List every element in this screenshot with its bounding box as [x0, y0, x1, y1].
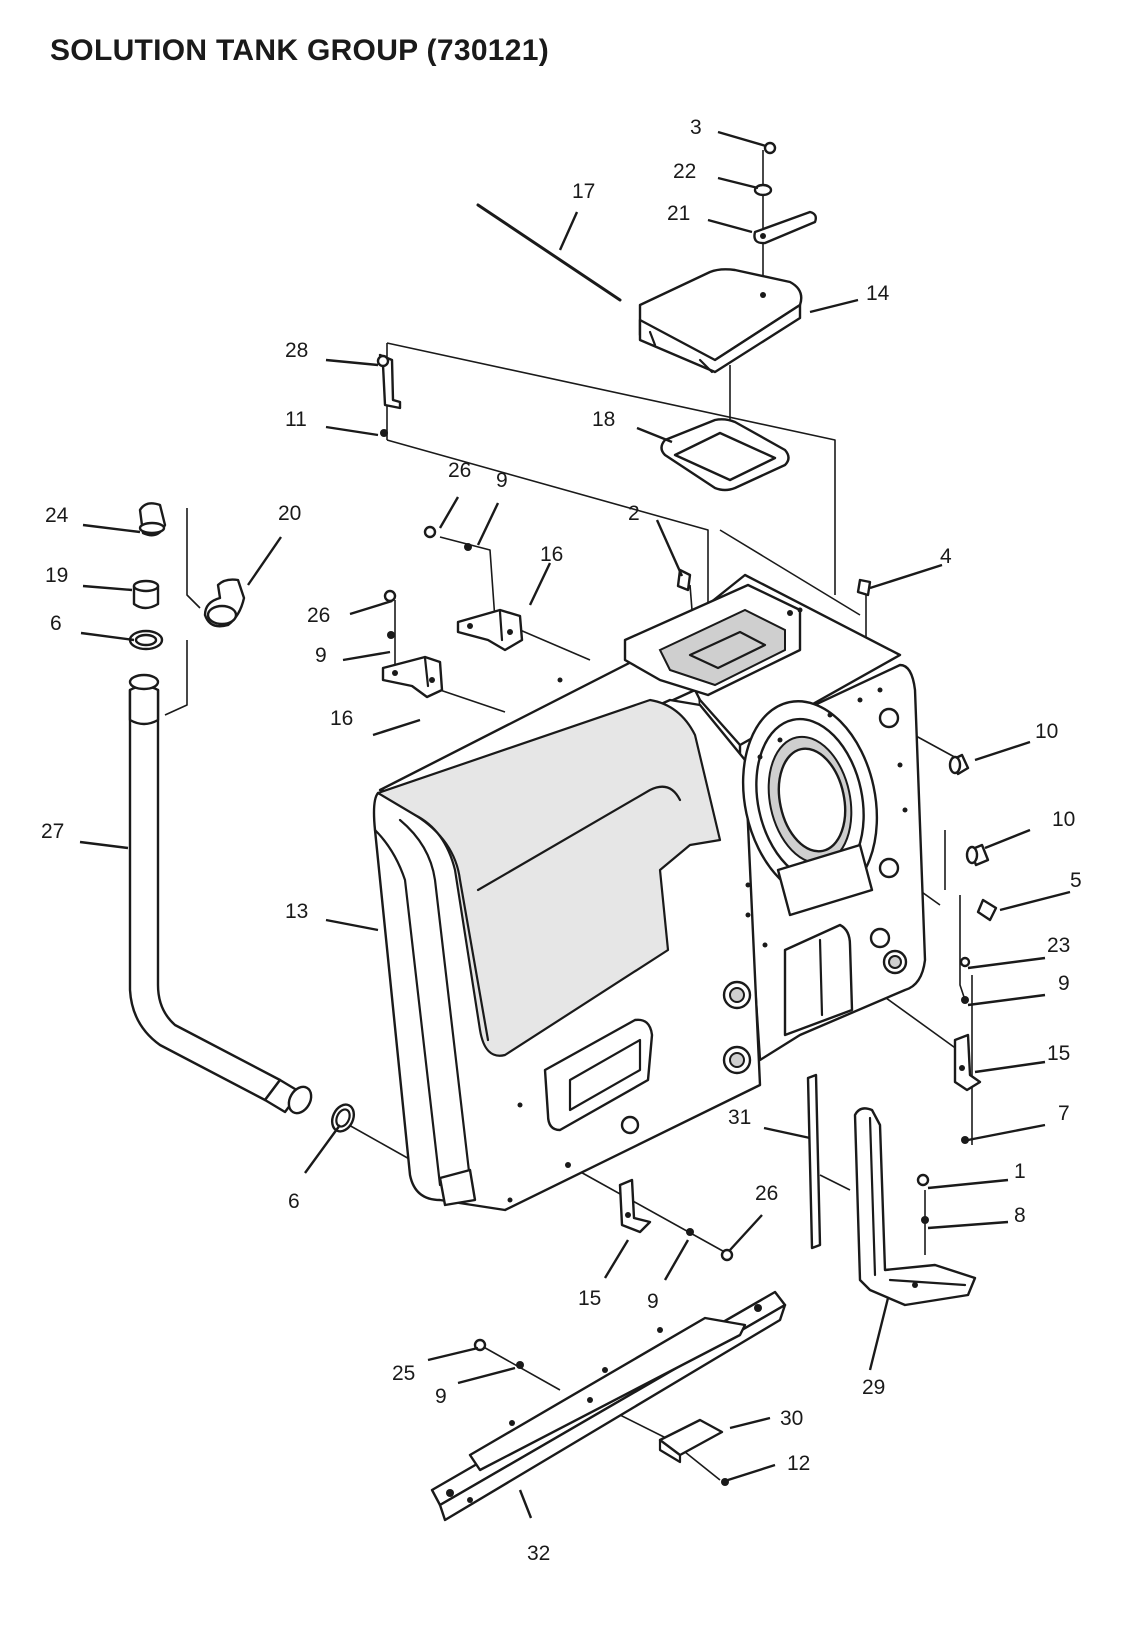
callout-27: 27 — [41, 820, 64, 843]
solution-tank-body — [372, 573, 927, 1212]
callout-15-right: 15 — [1047, 1042, 1070, 1065]
tank-mount-dots — [507, 607, 908, 1203]
callout-leaders — [79, 130, 1071, 1519]
callout-2: 2 — [628, 502, 640, 525]
callout-22: 22 — [673, 160, 696, 183]
callout-7: 7 — [1058, 1102, 1070, 1125]
lid-tether — [476, 203, 622, 302]
callout-10-lower: 10 — [1052, 808, 1075, 831]
bracket-left-top — [376, 353, 402, 437]
callout-21: 21 — [667, 202, 690, 225]
callout-6-lower: 6 — [288, 1190, 300, 1213]
callout-17: 17 — [572, 180, 595, 203]
plate-30 — [473, 1338, 729, 1486]
callout-9-mid: 9 — [315, 644, 327, 667]
callout-16-upper: 16 — [540, 543, 563, 566]
callout-labels: 3 22 21 17 14 28 11 18 26 9 2 4 16 24 20… — [41, 116, 1082, 1565]
callout-5: 5 — [1070, 869, 1082, 892]
callout-19: 19 — [45, 564, 68, 587]
bracket-15-bottom — [565, 1162, 734, 1262]
lid-gasket — [660, 418, 790, 492]
callout-26-upper: 26 — [448, 459, 471, 482]
callout-26-lower: 26 — [755, 1182, 778, 1205]
callout-20: 20 — [278, 502, 301, 525]
lid-hinge-hardware — [753, 141, 818, 298]
callout-32: 32 — [527, 1542, 550, 1565]
callout-10-upper: 10 — [1035, 720, 1058, 743]
callout-30: 30 — [780, 1407, 803, 1430]
callout-15-bottom: 15 — [578, 1287, 601, 1310]
callout-25: 25 — [392, 1362, 415, 1385]
callout-12: 12 — [787, 1452, 810, 1475]
right-side-fittings — [948, 753, 998, 1144]
base-rail-32 — [430, 1290, 787, 1522]
callout-8: 8 — [1014, 1204, 1026, 1227]
callout-9-right: 9 — [1058, 972, 1070, 995]
fill-hose-assembly — [128, 502, 356, 1133]
callout-3: 3 — [690, 116, 702, 139]
callout-16-lower: 16 — [330, 707, 353, 730]
callout-11: 11 — [285, 408, 307, 431]
callout-4: 4 — [940, 545, 952, 568]
strip-31 — [806, 1073, 822, 1250]
callout-13: 13 — [285, 900, 308, 923]
callout-6-upper: 6 — [50, 612, 62, 635]
callout-23: 23 — [1047, 934, 1070, 957]
bracket-16-upper — [423, 525, 524, 652]
bracket-15-right — [953, 1033, 982, 1092]
callout-1: 1 — [1014, 1160, 1026, 1183]
callout-9-rail: 9 — [435, 1385, 447, 1408]
callout-24: 24 — [45, 504, 69, 527]
bracket-29 — [853, 1107, 977, 1307]
callout-28: 28 — [285, 339, 308, 362]
callout-31: 31 — [728, 1106, 751, 1129]
tank-lid — [638, 268, 803, 374]
callout-29: 29 — [862, 1376, 885, 1399]
bracket-16-lower — [381, 589, 444, 699]
callout-26-mid: 26 — [307, 604, 330, 627]
callout-9-upper: 9 — [496, 469, 508, 492]
callout-18: 18 — [592, 408, 615, 431]
callout-9-bottom: 9 — [647, 1290, 659, 1313]
page-title: SOLUTION TANK GROUP (730121) — [50, 34, 550, 67]
callout-14: 14 — [866, 282, 890, 305]
